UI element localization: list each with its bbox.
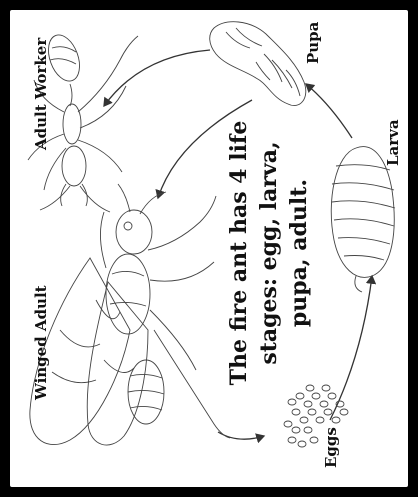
label-eggs: Eggs bbox=[322, 427, 340, 468]
caption-line-3: pupa, adult. bbox=[286, 179, 312, 327]
caption-line-1: The fire ant has 4 life bbox=[226, 121, 252, 386]
label-larva: Larva bbox=[384, 119, 402, 166]
arrow-eggs-to-larva bbox=[330, 276, 372, 420]
label-adult-worker: Adult Worker bbox=[32, 37, 50, 151]
caption-line-2: stages: egg, larva, bbox=[256, 141, 282, 364]
winged-adult-illustration bbox=[30, 184, 230, 445]
pupa-illustration bbox=[210, 22, 306, 106]
label-pupa: Pupa bbox=[304, 21, 322, 64]
label-winged-adult: Winged Adult bbox=[32, 285, 50, 401]
arrow-larva-to-pupa bbox=[306, 84, 352, 138]
larva-illustration bbox=[331, 147, 395, 292]
